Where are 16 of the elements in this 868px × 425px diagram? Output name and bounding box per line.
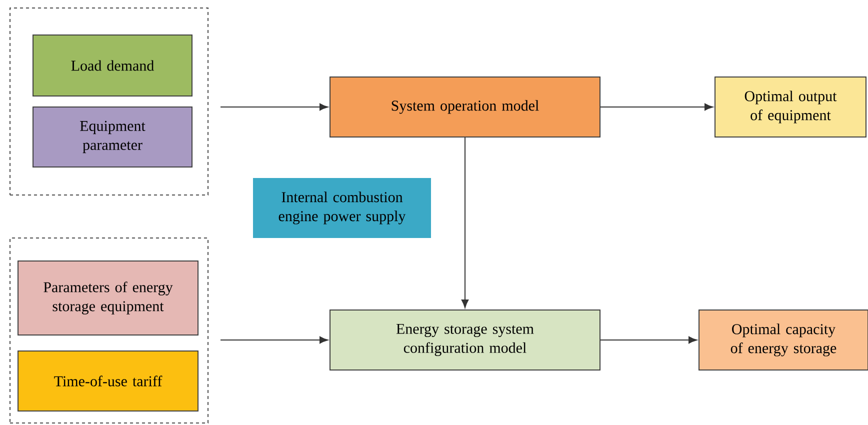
arrow bbox=[461, 137, 469, 308]
info-box: Internal combustion engine power supply bbox=[253, 178, 431, 238]
dashed-group-box bbox=[10, 8, 208, 196]
process-box: Optimal output of equipment bbox=[714, 76, 866, 138]
process-box: Time-of-use tariff bbox=[18, 350, 198, 412]
arrow bbox=[600, 103, 714, 111]
process-box: System operation model bbox=[330, 76, 600, 138]
process-box: Load demand bbox=[32, 34, 192, 96]
arrow bbox=[600, 336, 698, 344]
arrow bbox=[220, 336, 328, 344]
process-box: Parameters of energy storage equipment bbox=[18, 260, 198, 336]
process-box: Energy storage system configuration model bbox=[330, 310, 600, 370]
process-box: Optimal capacity of energy storage bbox=[698, 310, 868, 370]
arrow bbox=[220, 103, 328, 111]
process-box: Equipment parameter bbox=[32, 106, 192, 168]
dashed-group-box bbox=[10, 238, 208, 424]
